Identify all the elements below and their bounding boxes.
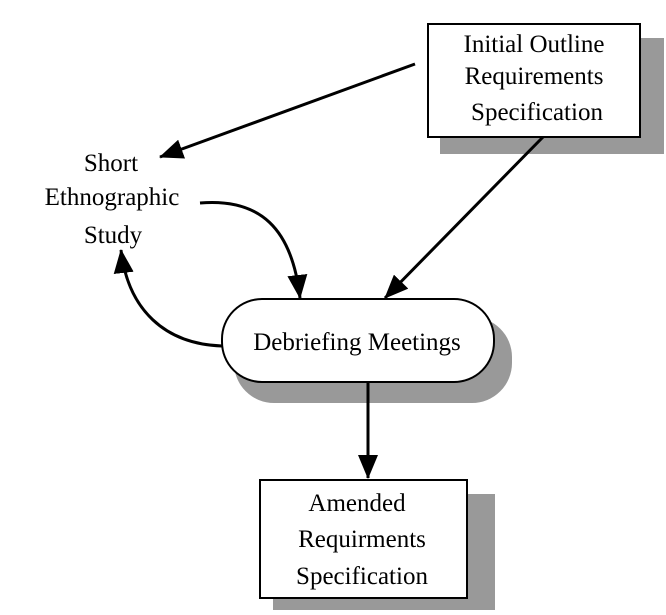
- ethnographic-line-1: Short: [84, 150, 138, 177]
- debriefing-label: Debriefing Meetings: [253, 329, 461, 356]
- ethnographic-line-2: Ethnographic: [45, 184, 180, 211]
- arrow-ethnographic-to-debriefing: [199, 200, 308, 299]
- ethnographic-study-node: Short Ethnographic Study: [45, 150, 180, 249]
- initial-spec-line-3: Specification: [471, 99, 603, 126]
- amended-line-3: Specification: [296, 563, 428, 590]
- amended-line-1: Amended: [308, 490, 406, 517]
- initial-spec-line-1: Initial Outline: [464, 31, 605, 58]
- initial-spec-line-2: Requirements: [465, 63, 604, 90]
- arrow-debriefing-to-ethnographic: [113, 249, 223, 348]
- amended-spec-node: Amended Requirments Specification: [259, 479, 495, 610]
- arrow-initial-to-debriefing: [383, 135, 545, 300]
- amended-line-2: Requirments: [298, 526, 426, 553]
- amended-spec-box: [259, 479, 468, 599]
- ethnographic-line-3: Study: [84, 222, 143, 249]
- debriefing-node: Debriefing Meetings: [221, 298, 512, 403]
- initial-spec-node: Initial Outline Requirements Specificati…: [427, 23, 664, 154]
- debriefing-box: [221, 298, 495, 383]
- initial-spec-box: [427, 23, 641, 138]
- connectors: [113, 62, 545, 479]
- arrow-initial-to-ethnographic: [159, 62, 416, 159]
